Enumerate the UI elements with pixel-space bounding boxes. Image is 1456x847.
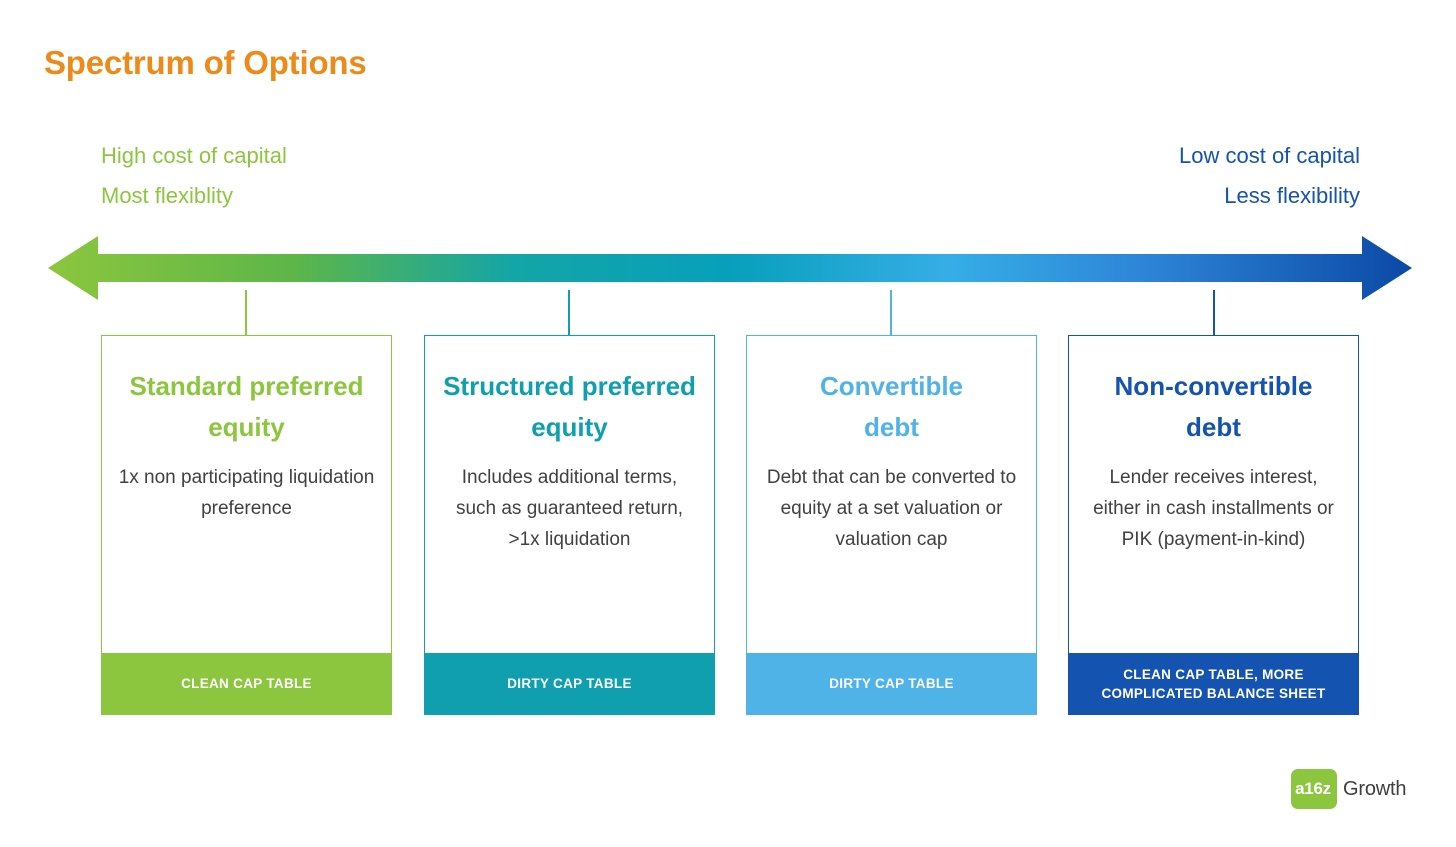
double-arrow-icon: [48, 236, 1412, 300]
a16z-logo-mark: a16z: [1291, 769, 1337, 809]
a16z-growth-logo: a16z Growth: [1291, 769, 1406, 809]
card-heading: Standard preferred equity: [129, 371, 364, 442]
card-heading: Convertible debt: [819, 371, 964, 442]
spectrum-right-label: Low cost of capital Less flexibility: [1179, 136, 1360, 216]
page-title: Spectrum of Options: [44, 44, 367, 81]
card-description: Includes additional terms, such as guara…: [455, 467, 684, 550]
connector-line-3: [890, 290, 892, 336]
card-description: Lender receives interest, either in cash…: [1093, 467, 1334, 550]
option-card-non-convertible-debt[interactable]: Non-convertible debt Lender receives int…: [1068, 335, 1359, 715]
card-body: Convertible debt Debt that can be conver…: [747, 336, 1036, 653]
spectrum-arrow: [40, 232, 1420, 304]
option-card-convertible-debt[interactable]: Convertible debt Debt that can be conver…: [746, 335, 1037, 715]
card-footer-badge: DIRTY CAP TABLE: [747, 653, 1036, 714]
card-footer-badge: CLEAN CAP TABLE, MORE COMPLICATED BALANC…: [1069, 653, 1358, 714]
card-footer-badge: DIRTY CAP TABLE: [425, 653, 714, 714]
spectrum-left-label: High cost of capital Most flexiblity: [101, 136, 287, 216]
card-footer-badge: CLEAN CAP TABLE: [102, 653, 391, 714]
connector-line-2: [568, 290, 570, 336]
spectrum-right-label-line2: Less flexibility: [1224, 183, 1360, 208]
connector-line-4: [1213, 290, 1215, 336]
card-heading: Structured preferred equity: [443, 371, 696, 442]
card-description: 1x non participating liquidation prefere…: [118, 467, 375, 519]
connector-line-1: [245, 290, 247, 336]
spectrum-left-label-line1: High cost of capital: [101, 143, 287, 168]
card-body: Structured preferred equity Includes add…: [425, 336, 714, 653]
a16z-logo-wordmark: Growth: [1343, 777, 1407, 800]
spectrum-right-label-line1: Low cost of capital: [1179, 143, 1360, 168]
option-card-structured-preferred-equity[interactable]: Structured preferred equity Includes add…: [424, 335, 715, 715]
card-description: Debt that can be converted to equity at …: [766, 467, 1017, 550]
card-body: Non-convertible debt Lender receives int…: [1069, 336, 1358, 653]
card-body: Standard preferred equity 1x non partici…: [102, 336, 391, 653]
card-heading: Non-convertible debt: [1114, 371, 1313, 442]
option-card-standard-preferred-equity[interactable]: Standard preferred equity 1x non partici…: [101, 335, 392, 715]
spectrum-left-label-line2: Most flexiblity: [101, 183, 234, 208]
